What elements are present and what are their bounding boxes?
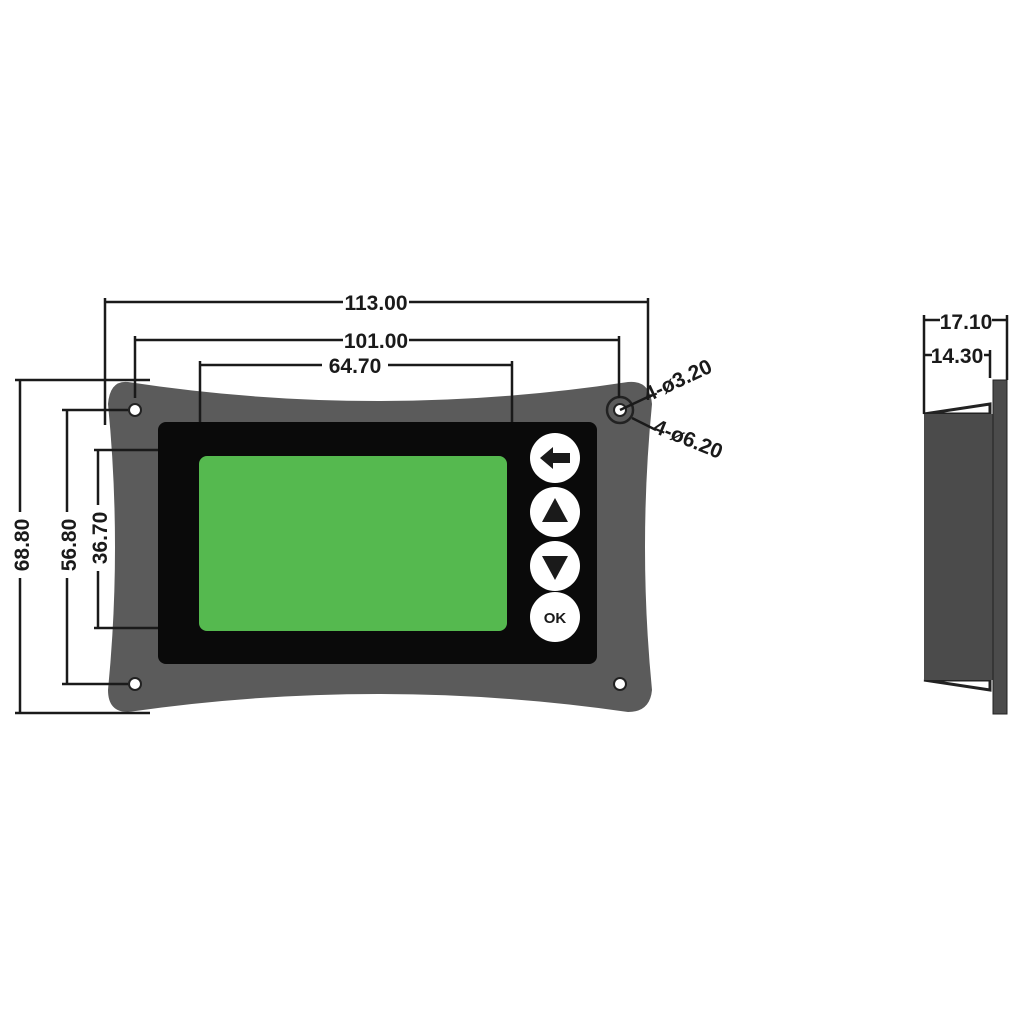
lcd-screen (199, 456, 507, 631)
dim-hole-spacing-height: 56.80 (57, 408, 128, 686)
svg-text:64.70: 64.70 (329, 355, 382, 378)
svg-text:17.10: 17.10 (940, 311, 993, 334)
button-ok[interactable]: OK (530, 592, 580, 642)
side-view (923, 379, 1008, 715)
button-down[interactable] (530, 541, 580, 591)
dim-total-depth: 17.10 (922, 310, 1009, 414)
side-body (924, 414, 993, 680)
mounting-hole-icon (128, 677, 142, 691)
dim-overall-height: 68.80 (10, 378, 150, 715)
svg-text:4-ø3.20: 4-ø3.20 (640, 355, 715, 406)
button-left[interactable] (530, 433, 580, 483)
triangle-down-icon (542, 556, 568, 580)
triangle-up-icon (542, 498, 568, 522)
arrow-left-icon (540, 447, 570, 469)
svg-text:36.70: 36.70 (89, 512, 112, 565)
dim-screen-width: 64.70 (198, 353, 514, 422)
svg-text:101.00: 101.00 (344, 330, 408, 353)
svg-text:56.80: 56.80 (58, 519, 81, 572)
dim-body-depth: 14.30 (924, 344, 992, 378)
mounting-hole-icon (128, 403, 142, 417)
mounting-hole-icon (613, 677, 627, 691)
dim-screen-height: 36.70 (88, 448, 158, 630)
dim-hole-spacing-width: 101.00 (133, 328, 621, 398)
dim-overall-width: 113.00 (103, 290, 650, 425)
svg-text:4-ø6.20: 4-ø6.20 (650, 415, 726, 463)
side-flange (992, 379, 1008, 715)
svg-text:68.80: 68.80 (11, 519, 34, 572)
ok-label: OK (544, 610, 567, 627)
svg-text:14.30: 14.30 (931, 345, 984, 368)
button-up[interactable] (530, 487, 580, 537)
svg-text:113.00: 113.00 (344, 292, 407, 315)
